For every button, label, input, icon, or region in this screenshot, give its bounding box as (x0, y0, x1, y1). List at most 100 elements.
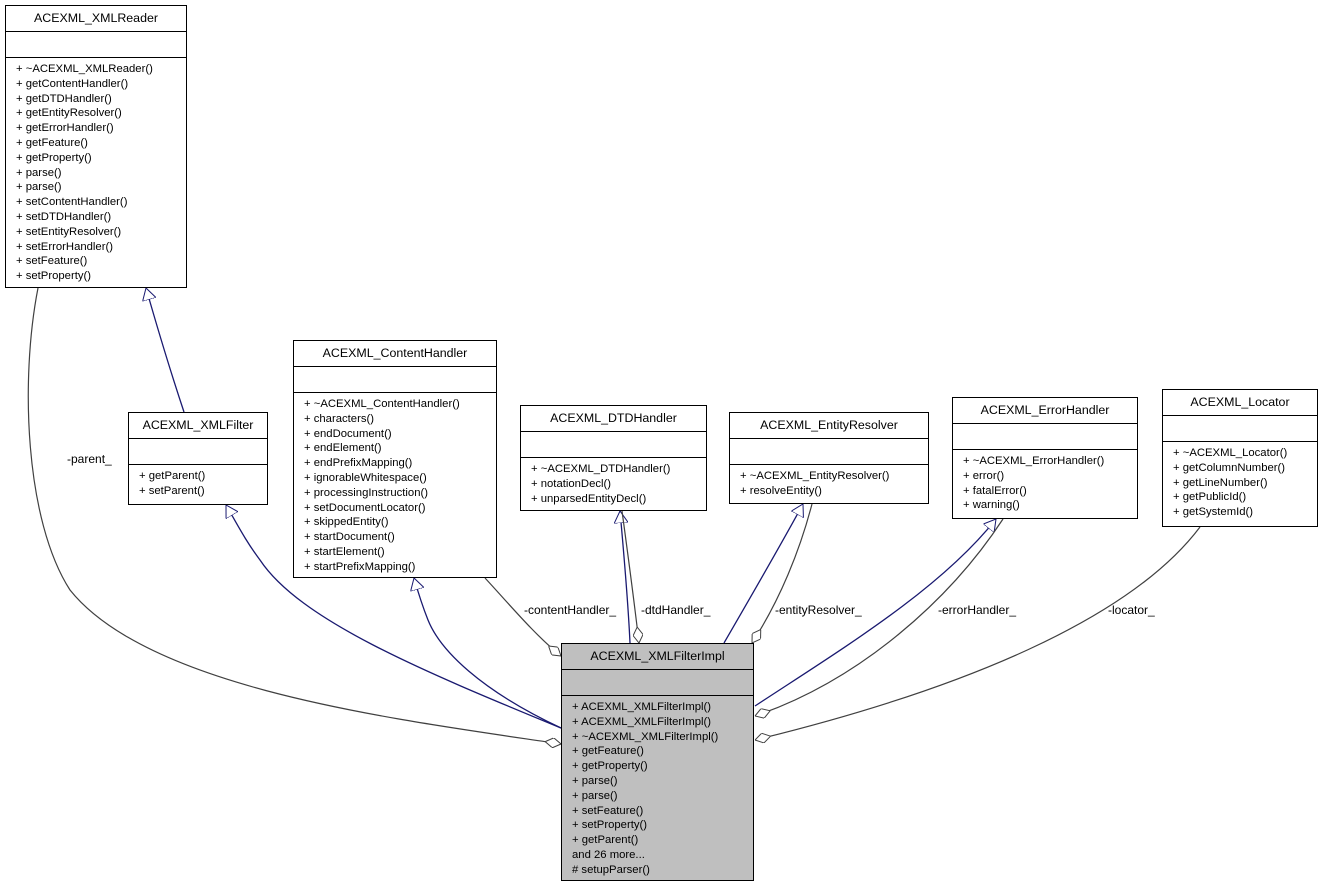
operation: + fatalError() (963, 484, 1027, 497)
operation: + parse() (572, 789, 618, 802)
operation: + error() (963, 469, 1005, 482)
operation: + ~ACEXML_ErrorHandler() (963, 455, 1105, 467)
inheritance-edge-filterimpl-entityresolver (723, 504, 803, 644)
class-operations: + ~ACEXML_ContentHandler() + characters(… (294, 393, 496, 575)
operation: + getPublicId() (1173, 491, 1247, 504)
class-locator[interactable]: ACEXML_Locator + ~ACEXML_Locator() + get… (1162, 389, 1318, 527)
class-attributes (953, 424, 1137, 450)
class-operations: + ~ACEXML_ErrorHandler() + error() + fat… (953, 450, 1137, 513)
class-attributes (1163, 416, 1317, 442)
inheritance-edge-filterimpl-xmlfilter (225, 505, 562, 729)
class-name: ACEXML_XMLFilterImpl (562, 644, 753, 670)
class-xmlreader[interactable]: ACEXML_XMLReader + ~ACEXML_XMLReader() +… (5, 5, 187, 288)
operation: + notationDecl() (531, 477, 612, 490)
operation: + getColumnNumber() (1173, 461, 1286, 474)
operation: + warning() (963, 499, 1020, 512)
class-operations: + ~ACEXML_XMLReader() + getContentHandle… (6, 58, 186, 284)
class-attributes (6, 32, 186, 58)
operation: + getProperty() (16, 151, 92, 164)
operation: + ~ACEXML_EntityResolver() (740, 470, 890, 482)
operation: + endElement() (304, 442, 382, 455)
inheritance-edge-xmlfilter-xmlreader (146, 288, 185, 413)
edge-label-dtd-handler: -dtdHandler_ (641, 603, 711, 617)
operation: + ~ACEXML_ContentHandler() (304, 398, 460, 410)
operation: + parse() (16, 166, 62, 179)
operation: + processingInstruction() (304, 486, 429, 499)
operation: + setDocumentLocator() (304, 501, 426, 514)
association-edge-parent (27, 287, 561, 744)
class-name: ACEXML_Locator (1163, 390, 1317, 416)
class-name: ACEXML_ErrorHandler (953, 398, 1137, 424)
association-edge-error-handler (755, 518, 1004, 716)
operation: + setContentHandler() (16, 196, 128, 209)
operation: + setEntityResolver() (16, 225, 122, 238)
edge-label-parent: -parent_ (67, 452, 112, 466)
inheritance-edge-filterimpl-errorhandler (754, 519, 996, 707)
operation: + getFeature() (16, 136, 88, 149)
operation: + ~ACEXML_DTDHandler() (531, 463, 671, 475)
association-edge-locator (755, 526, 1201, 740)
operation: + characters() (304, 412, 374, 425)
operation: + parse() (572, 774, 618, 787)
association-edge-content-handler (484, 577, 561, 656)
operation: + getParent() (572, 834, 639, 847)
edge-label-error-handler: -errorHandler_ (938, 603, 1017, 617)
class-name: ACEXML_XMLFilter (129, 413, 267, 439)
class-contenthandler[interactable]: ACEXML_ContentHandler + ~ACEXML_ContentH… (293, 340, 497, 578)
operation: + getErrorHandler() (16, 122, 114, 135)
operation: + getLineNumber() (1173, 476, 1268, 489)
operation: + setParent() (139, 484, 205, 497)
class-errorhandler[interactable]: ACEXML_ErrorHandler + ~ACEXML_ErrorHandl… (952, 397, 1138, 519)
edge-label-locator: -locator_ (1108, 603, 1155, 617)
operation: + setFeature() (16, 255, 88, 268)
class-operations: + ~ACEXML_DTDHandler() + notationDecl() … (521, 458, 706, 506)
inheritance-edge-filterimpl-contenthandler (414, 578, 562, 729)
operation: + ACEXML_XMLFilterImpl() (572, 715, 712, 728)
class-dtdhandler[interactable]: ACEXML_DTDHandler + ~ACEXML_DTDHandler()… (520, 405, 707, 511)
operation: + startPrefixMapping() (304, 560, 416, 573)
class-operations: + ~ACEXML_EntityResolver() + resolveEnti… (730, 465, 928, 499)
class-operations: + ~ACEXML_Locator() + getColumnNumber() … (1163, 442, 1317, 520)
operation: + getProperty() (572, 760, 648, 773)
operation: + ~ACEXML_XMLFilterImpl() (572, 730, 719, 743)
operation: # setupParser() (572, 863, 650, 876)
class-entityresolver[interactable]: ACEXML_EntityResolver + ~ACEXML_EntityRe… (729, 412, 929, 504)
edge-label-content-handler: -contentHandler_ (524, 603, 617, 617)
operation: + startElement() (304, 545, 385, 558)
operation-more[interactable]: and 26 more... (572, 848, 645, 861)
operation: + getContentHandler() (16, 77, 129, 90)
operation: + ignorableWhitespace() (304, 471, 427, 484)
class-attributes (562, 670, 753, 696)
operation: + getEntityResolver() (16, 107, 122, 120)
operation: + setDTDHandler() (16, 210, 112, 223)
operation: + startDocument() (304, 531, 395, 544)
operation: + parse() (16, 181, 62, 194)
class-attributes (294, 367, 496, 393)
operation: + resolveEntity() (740, 484, 822, 497)
class-filterimpl[interactable]: ACEXML_XMLFilterImpl + ACEXML_XMLFilterI… (561, 643, 754, 881)
operation: + ~ACEXML_Locator() (1173, 447, 1288, 459)
operation: + skippedEntity() (304, 516, 389, 529)
operation: + setProperty() (16, 270, 92, 283)
edge-label-entity-resolver: -entityResolver_ (775, 603, 862, 617)
class-name: ACEXML_DTDHandler (521, 406, 706, 432)
operation: + endPrefixMapping() (304, 457, 413, 470)
class-operations: + ACEXML_XMLFilterImpl() + ACEXML_XMLFil… (562, 696, 753, 878)
operation: + ACEXML_XMLFilterImpl() (572, 701, 712, 713)
class-operations: + getParent() + setParent() (129, 465, 267, 499)
operation: + ~ACEXML_XMLReader() (16, 63, 153, 75)
class-attributes (129, 439, 267, 465)
association-edge-entity-resolver (752, 503, 813, 643)
class-name: ACEXML_EntityResolver (730, 413, 928, 439)
operation: + setErrorHandler() (16, 240, 113, 253)
operation: + getParent() (139, 470, 206, 482)
inheritance-edge-filterimpl-dtdhandler (620, 511, 631, 644)
operation: + setProperty() (572, 819, 648, 832)
association-edge-dtd-handler (621, 510, 639, 643)
class-attributes (521, 432, 706, 458)
operation: + getDTDHandler() (16, 92, 112, 105)
class-xmlfilter[interactable]: ACEXML_XMLFilter + getParent() + setPare… (128, 412, 268, 505)
class-attributes (730, 439, 928, 465)
operation: + endDocument() (304, 427, 392, 440)
